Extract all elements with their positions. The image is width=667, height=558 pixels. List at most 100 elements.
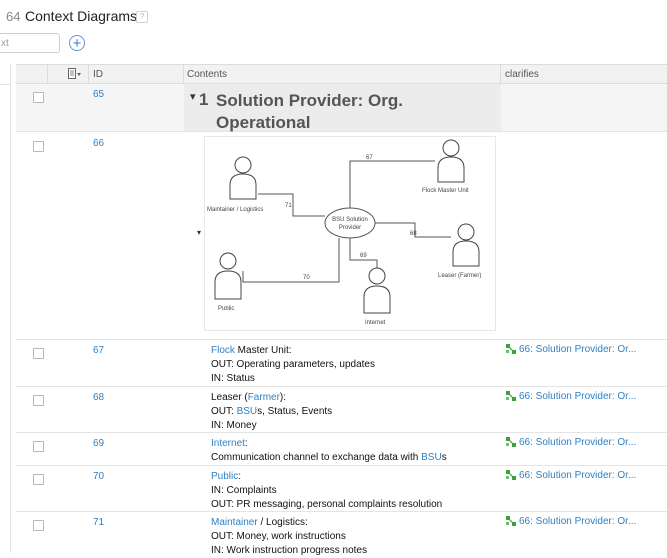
table-row[interactable]: 67 Flock Master Unit: OUT: Operating par… <box>16 340 667 387</box>
row-title-text: Master Unit: <box>234 345 292 356</box>
edge-68-line <box>374 222 451 238</box>
clarifies-link[interactable]: 66: Solution Provider: Or... <box>506 344 636 355</box>
clarifies-link-text: 66: Solution Provider: Or... <box>519 344 637 355</box>
row-id-link[interactable]: 70 <box>93 471 105 482</box>
trace-link-icon <box>506 391 516 401</box>
maintainer-actor-icon <box>229 156 257 200</box>
row-id-link[interactable]: 66 <box>93 138 105 149</box>
edge-label-69: 69 <box>360 253 367 259</box>
edge-label-71: 71 <box>285 203 292 209</box>
leaser-actor-icon <box>452 223 480 267</box>
expand-toggle-icon[interactable]: ▾ <box>197 228 202 237</box>
clarifies-link[interactable]: 66: Solution Provider: Or... <box>506 470 636 481</box>
clarifies-link[interactable]: 66: Solution Provider: Or... <box>506 516 636 527</box>
row-checkbox[interactable] <box>33 395 44 406</box>
column-header-clarifies[interactable]: clarifies <box>505 69 539 80</box>
row-content: Internet: Communication channel to excha… <box>211 437 501 465</box>
trace-link-icon <box>506 470 516 480</box>
row-title-text: / Logistics: <box>257 517 308 528</box>
edge-69-line <box>349 238 378 270</box>
row-id-link[interactable]: 69 <box>93 438 105 449</box>
row-title-text: : <box>244 438 248 449</box>
internet-actor-icon <box>363 267 391 314</box>
term-link[interactable]: Flock <box>211 345 235 356</box>
term-link[interactable]: Maintainer <box>211 517 258 528</box>
row-id-link[interactable]: 71 <box>93 517 105 528</box>
edge-label-68: 68 <box>410 231 417 237</box>
table-row[interactable]: 69 Internet: Communication channel to ex… <box>16 433 667 466</box>
row-id-link[interactable]: 67 <box>93 345 105 356</box>
row-title-text: Leaser ( <box>211 392 248 403</box>
row-checkbox[interactable] <box>33 348 44 359</box>
table-row[interactable]: 65 ▾ 1 Solution Provider: Org. Operation… <box>16 84 667 132</box>
row-checkbox[interactable] <box>33 520 44 531</box>
column-header-contents[interactable]: Contents <box>187 69 228 80</box>
row-line: OUT: Operating parameters, updates <box>211 359 375 370</box>
trace-link-icon <box>506 516 516 526</box>
item-table: ID Contents clarifies 65 ▾ 1 Solution Pr… <box>16 64 667 556</box>
column-divider <box>500 65 501 84</box>
term-link[interactable]: BSU <box>421 452 442 463</box>
table-row[interactable]: 70 Public: IN: Complaints OUT: PR messag… <box>16 466 667 512</box>
row-title-text: ): <box>279 392 287 403</box>
table-row[interactable]: 71 Maintainer / Logistics: OUT: Money, w… <box>16 512 667 556</box>
edge-label-70: 70 <box>303 275 310 281</box>
term-link[interactable]: Public <box>211 471 239 482</box>
column-divider <box>183 65 184 84</box>
row-content: Leaser (Farmer): OUT: BSUs, Status, Even… <box>211 391 501 433</box>
row-checkbox[interactable] <box>33 441 44 452</box>
row-line: OUT: PR messaging, personal complaints r… <box>211 499 443 510</box>
trace-link-icon <box>506 437 516 447</box>
document-menu-icon[interactable] <box>68 68 82 80</box>
term-link[interactable]: Farmer <box>247 392 280 403</box>
flock-actor-icon <box>437 139 465 183</box>
clarifies-link-text: 66: Solution Provider: Or... <box>519 516 637 527</box>
row-line: IN: Money <box>211 420 257 431</box>
term-link[interactable]: BSU <box>236 406 258 417</box>
row-title-text: : <box>238 471 242 482</box>
row-content: Maintainer / Logistics: OUT: Money, work… <box>211 516 501 558</box>
row-content: Flock Master Unit: OUT: Operating parame… <box>211 344 501 386</box>
context-diagram: 67 71 68 69 70 BSU Solution Provider Mai… <box>204 136 496 331</box>
column-divider <box>88 65 89 84</box>
edge-71-line <box>258 193 325 217</box>
maintainer-label: Maintainer / Logistics <box>207 207 263 213</box>
public-actor-icon <box>214 252 242 300</box>
public-label: Public <box>218 306 234 312</box>
help-icon[interactable]: ? <box>136 11 148 23</box>
center-node-label-line2: Provider <box>339 225 361 231</box>
row-line: IN: Work instruction progress notes <box>211 545 367 556</box>
row-checkbox[interactable] <box>33 92 44 103</box>
clarifies-link-text: 66: Solution Provider: Or... <box>519 470 637 481</box>
document-number: 64 <box>6 9 21 24</box>
filter-input[interactable] <box>0 33 60 53</box>
edge-67-line <box>349 160 435 208</box>
page-header: 64 Context Diagrams ? <box>0 0 667 32</box>
trace-link-icon <box>506 344 516 354</box>
row-checkbox[interactable] <box>33 141 44 152</box>
row-id-link[interactable]: 68 <box>93 392 105 403</box>
left-panel-divider <box>0 84 10 85</box>
add-item-button[interactable]: + <box>69 35 85 51</box>
row-id-link[interactable]: 65 <box>93 89 105 100</box>
section-title: Solution Provider: Org. Operational <box>216 91 404 132</box>
context-diagram-canvas: 67 71 68 69 70 BSU Solution Provider Mai… <box>207 139 481 326</box>
edge-70-line <box>242 238 340 283</box>
column-header-id[interactable]: ID <box>93 69 103 80</box>
term-link[interactable]: Internet <box>211 438 245 449</box>
collapse-toggle-icon[interactable]: ▾ <box>190 91 196 103</box>
row-line-text: s, Status, Events <box>257 406 333 417</box>
row-line: IN: Status <box>211 373 255 384</box>
heading-cell <box>184 84 501 131</box>
table-row[interactable]: 68 Leaser (Farmer): OUT: BSUs, Status, E… <box>16 387 667 433</box>
edge-label-67: 67 <box>366 155 373 161</box>
row-line-text: OUT: <box>211 406 237 417</box>
table-row[interactable]: 66 ▾ 67 71 68 69 70 BSU So <box>16 132 667 340</box>
page-title: Context Diagrams <box>25 8 138 24</box>
row-checkbox[interactable] <box>33 474 44 485</box>
clarifies-link[interactable]: 66: Solution Provider: Or... <box>506 391 636 402</box>
clarifies-link-text: 66: Solution Provider: Or... <box>519 391 637 402</box>
left-panel <box>0 64 11 553</box>
center-node-label-line1: BSU Solution <box>332 217 368 223</box>
clarifies-link[interactable]: 66: Solution Provider: Or... <box>506 437 636 448</box>
